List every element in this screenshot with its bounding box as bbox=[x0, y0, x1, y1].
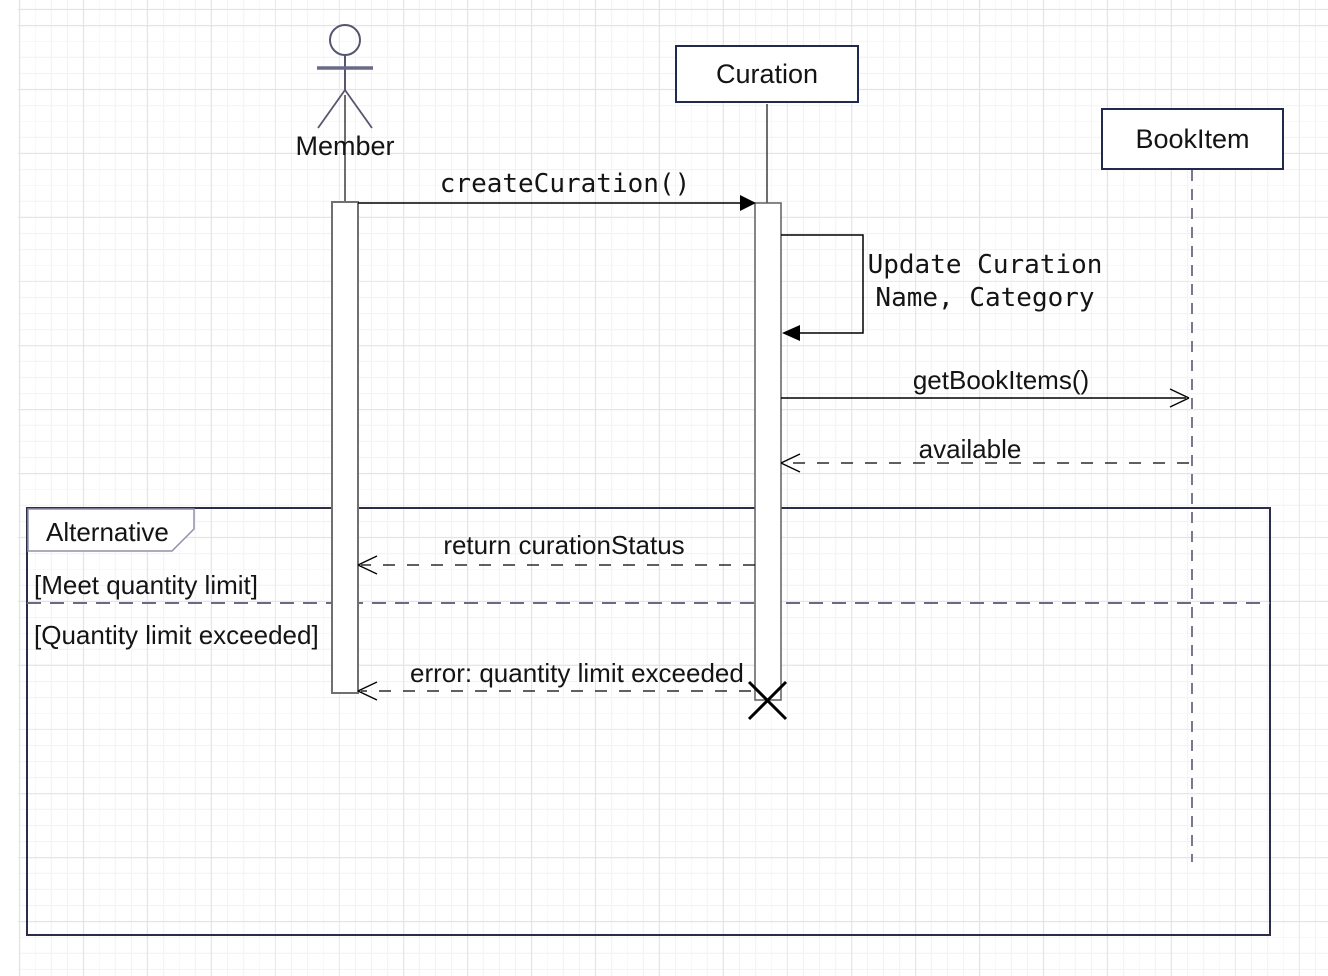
bookitem-label: BookItem bbox=[1135, 123, 1250, 154]
destruction-x-stroke bbox=[747, 680, 788, 721]
open-arrowhead-icon bbox=[357, 555, 378, 575]
destruction-x-icon[interactable] bbox=[747, 680, 788, 721]
alternative-frame-border bbox=[26, 507, 1271, 936]
message-create-curation[interactable] bbox=[358, 195, 756, 211]
actor-left-leg bbox=[317, 89, 346, 129]
alternative-operator-pentagon bbox=[27, 508, 195, 552]
guard-quantity-limit-exceeded[interactable]: [Quantity limit exceeded] bbox=[34, 620, 319, 650]
guard-meet-quantity-limit[interactable]: [Meet quantity limit] bbox=[34, 570, 258, 600]
message-error[interactable] bbox=[357, 681, 751, 701]
message-update-self-loop[interactable] bbox=[781, 234, 864, 341]
filled-arrowhead-icon bbox=[740, 195, 756, 211]
self-message-path bbox=[781, 234, 864, 334]
canvas-left-margin bbox=[0, 0, 18, 976]
open-arrowhead-icon bbox=[780, 453, 801, 473]
message-return-status-label[interactable]: return curationStatus bbox=[443, 530, 685, 560]
message-error-label[interactable]: error: quantity limit exceeded bbox=[410, 658, 744, 688]
actor-right-leg bbox=[344, 89, 373, 129]
message-create-curation-label[interactable]: createCuration() bbox=[439, 169, 691, 199]
message-available[interactable] bbox=[780, 453, 1189, 473]
member-actor-figure[interactable] bbox=[317, 24, 373, 129]
message-available-label[interactable]: available bbox=[918, 434, 1022, 464]
member-activation-bar[interactable] bbox=[331, 201, 359, 694]
curation-activation-bar[interactable] bbox=[754, 202, 782, 701]
open-arrowhead-icon bbox=[357, 681, 378, 701]
alternative-fragment[interactable] bbox=[26, 507, 1271, 936]
message-update-self-label[interactable]: Update Curation Name, Category bbox=[867, 250, 1103, 313]
open-arrowhead-icon bbox=[1169, 388, 1190, 408]
message-return-status[interactable] bbox=[357, 555, 755, 575]
filled-arrowhead-icon bbox=[782, 325, 800, 341]
curation-label: Curation bbox=[715, 58, 819, 89]
message-get-book-items-label[interactable]: getBookItems() bbox=[912, 365, 1090, 395]
message-get-book-items[interactable] bbox=[781, 388, 1190, 408]
curation-lifeline-head[interactable]: Curation bbox=[675, 45, 859, 103]
alternative-operator-label[interactable]: Alternative bbox=[46, 517, 169, 547]
actor-head bbox=[329, 24, 361, 56]
bookitem-lifeline-head[interactable]: BookItem bbox=[1101, 108, 1284, 170]
member-actor-label[interactable]: Member bbox=[295, 131, 395, 161]
